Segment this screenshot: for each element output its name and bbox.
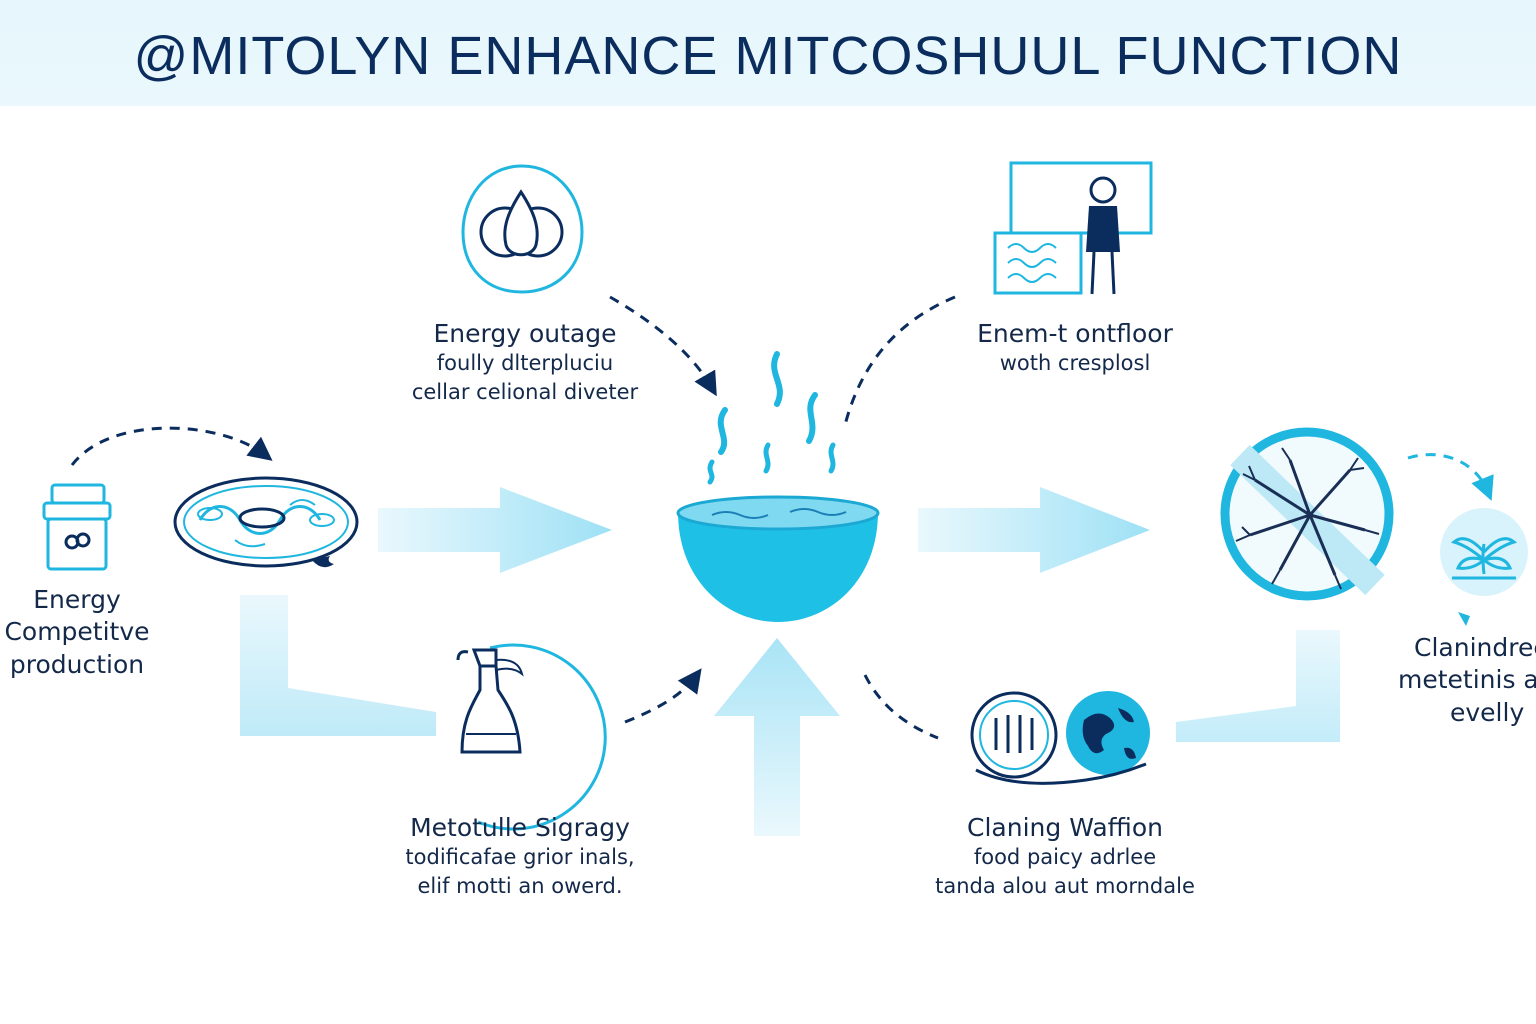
label-energy-outage-line2: foully dlterpluciu xyxy=(436,351,614,375)
label-energy-competitive: Energy Competitve production xyxy=(0,584,154,681)
label-claning-waffion-line3: tanda alou aut morndale xyxy=(935,874,1195,898)
label-claning-waffion-title: Claning Waffion xyxy=(967,813,1163,842)
label-energy-outage-line3: cellar celional diveter xyxy=(411,380,639,404)
label-energy-competitive-title: Energy xyxy=(33,585,121,614)
label-enemt-ontfloor: Enem-t ontfloor woth cresplosl xyxy=(960,318,1190,378)
globe-icon xyxy=(970,691,1150,785)
steaming-bowl-icon xyxy=(676,351,880,622)
flow-connector-left xyxy=(240,595,436,736)
label-metotulle-sigragy: Metotulle Sigragy todificafae grior inal… xyxy=(395,812,645,900)
label-claning-waffion: Claning Waffion food paicy adrlee tanda … xyxy=(930,812,1200,900)
label-clanindree: Clanindree metetinis ab evelly xyxy=(1396,632,1536,729)
flow-arrow-left xyxy=(378,487,612,573)
jar-icon xyxy=(42,483,112,571)
flow-arrow-up xyxy=(714,638,840,836)
flow-connector-right xyxy=(1176,630,1340,742)
label-enemt-ontfloor-line2: woth cresplosl xyxy=(999,351,1151,375)
label-claning-waffion-line2: food paicy adrlee xyxy=(973,845,1157,869)
title-banner: @MITOLYN ENHANCE MITCOSHUUL FUNCTION xyxy=(0,0,1536,106)
neural-network-icon xyxy=(1220,427,1394,601)
mitochondria-icon xyxy=(173,476,359,568)
label-energy-outage-title: Energy outage xyxy=(433,319,617,348)
flow-arrow-right xyxy=(918,487,1150,573)
dashed-arrow-top-right xyxy=(843,295,956,426)
label-enemt-ontfloor-title: Enem-t ontfloor xyxy=(977,319,1173,348)
label-energy-outage: Energy outage foully dlterpluciu cellar … xyxy=(400,318,650,406)
dashed-arrow-jar-to-cell xyxy=(70,426,273,466)
label-clanindree-line3: evelly xyxy=(1450,698,1525,727)
drop-icon xyxy=(461,164,584,294)
person-board-icon xyxy=(993,161,1153,295)
plant-icon xyxy=(1440,508,1528,626)
page-title: @MITOLYN ENHANCE MITCOSHUUL FUNCTION xyxy=(133,26,1403,86)
dashed-arrow-bottom-right xyxy=(863,674,939,740)
label-metotulle-sigragy-line2: todificafae grior inals, xyxy=(405,845,635,869)
label-energy-competitive-line2: Competitve xyxy=(4,617,150,646)
label-metotulle-sigragy-line3: elif motti an owerd. xyxy=(417,874,623,898)
label-energy-competitive-line3: production xyxy=(9,650,145,679)
label-metotulle-sigragy-title: Metotulle Sigragy xyxy=(410,813,630,842)
bottle-icon xyxy=(456,643,607,831)
label-clanindree-line2: metetinis ab xyxy=(1398,665,1536,694)
dashed-arrow-far-right xyxy=(1407,453,1494,501)
label-clanindree-title: Clanindree xyxy=(1414,633,1536,662)
dashed-arrow-bottom-left xyxy=(624,668,702,724)
